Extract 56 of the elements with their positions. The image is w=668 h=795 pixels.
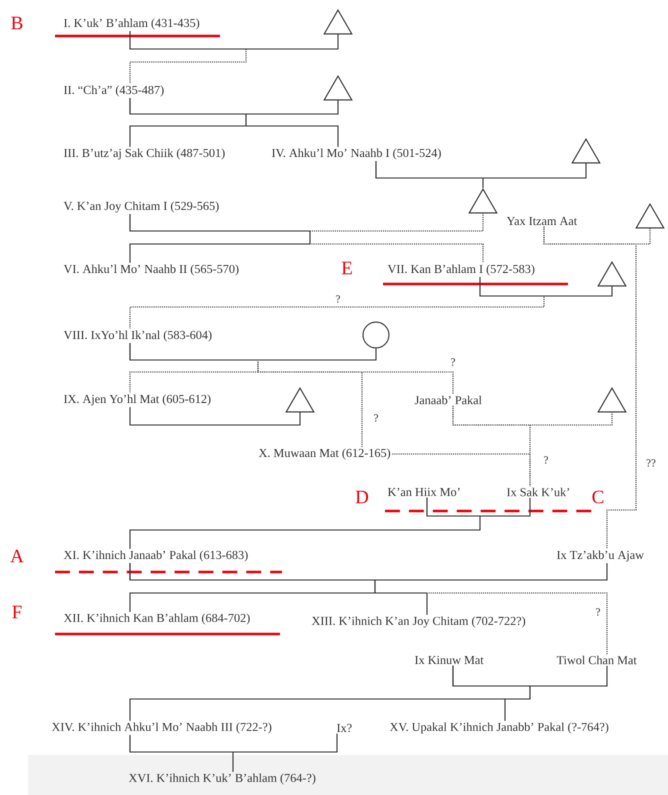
kinship-line xyxy=(452,406,531,486)
person-name: K’an Hiix Mo’ xyxy=(388,488,460,496)
person-name: X. Muwaan Mat (612-165) xyxy=(258,448,390,460)
person-name: XIII. K’ihnich K’an Joy Chitam (702-722?) xyxy=(312,616,526,628)
person-name: II. “Ch’a” (435-487) xyxy=(64,85,164,97)
kinship-line xyxy=(129,31,339,50)
kinship-line xyxy=(375,161,484,188)
edge-label: ? xyxy=(542,455,550,465)
person-name: VII. Kan B’ahlam I (572-583) xyxy=(388,264,534,276)
annotation-letter: C xyxy=(592,490,604,504)
annotation-letter: A xyxy=(10,550,24,562)
person-name: Ix Sak K’uk’ xyxy=(506,488,570,496)
person-name: III. B’utz’aj Sak Chiik (487-501) xyxy=(64,148,225,160)
kinship-line xyxy=(129,563,428,615)
kinship-line xyxy=(129,214,484,263)
kinship-line xyxy=(129,31,247,84)
circle-symbol xyxy=(362,322,390,348)
person-name: XIV. K’ihnich Ahku’l Mo’ Naabh III (722-?) xyxy=(52,722,272,734)
kinship-line xyxy=(543,226,637,549)
person-name: Tiwol Chan Mat xyxy=(556,656,637,664)
kinship-line xyxy=(392,453,531,486)
kinship-line xyxy=(129,407,301,426)
person-name: Yax Itzam Aat xyxy=(506,216,578,226)
person-name: Ix? xyxy=(336,724,352,732)
kinship-line xyxy=(129,343,377,361)
person-name: I. K’uk’ B’ahlam (431-435) xyxy=(64,18,200,30)
kinship-line xyxy=(129,735,234,772)
person-name: Janaab’ Pakal xyxy=(414,396,482,404)
kinship-line xyxy=(129,563,608,654)
kinship-line xyxy=(129,214,311,263)
annotation-letter: B xyxy=(11,16,22,30)
edge-label: ? xyxy=(372,413,380,423)
person-name: IX. Ajen Yo’hl Mat (605-612) xyxy=(64,394,211,406)
kinship-line xyxy=(479,277,613,297)
annotation-letter: F xyxy=(12,606,22,618)
kinship-line xyxy=(129,98,339,147)
person-name: V. K’an Joy Chitam I (529-565) xyxy=(64,201,219,213)
person-name: VIII. IxYo’hl Ik’nal (583-604) xyxy=(64,330,212,342)
annotation-letter: D xyxy=(356,490,368,504)
edge-label: ? xyxy=(334,294,342,304)
person-name: IV. Ahku’l Mo’ Naahb I (501-524) xyxy=(272,148,441,160)
person-name: Ix Kinuw Mat xyxy=(414,656,484,664)
person-name: XI. K’ihnich Janaab’ Pakal (613-683) xyxy=(64,550,248,562)
edge-label: ?? xyxy=(645,458,657,468)
kinship-line xyxy=(452,666,531,721)
edge-label: ? xyxy=(450,357,456,367)
edge-label: ? xyxy=(594,607,602,617)
kinship-line xyxy=(129,343,454,394)
person-name: XVI. K’ihnich K’uk’ B’ahlam (764-?) xyxy=(128,773,316,785)
kinship-line xyxy=(129,277,545,329)
person-name: XV. Upakal K’ihnich Janabb’ Pakal (?-764?) xyxy=(390,722,608,734)
annotation-letter: E xyxy=(342,262,352,274)
person-name: XII. K’ihnich Kan B’ahlam (684-702) xyxy=(64,613,250,625)
person-name: Ix Tz’akb’u Ajaw xyxy=(556,550,644,562)
kinship-line xyxy=(129,498,481,549)
person-name: VI. Ahku’l Mo’ Naahb II (565-570) xyxy=(64,264,238,276)
